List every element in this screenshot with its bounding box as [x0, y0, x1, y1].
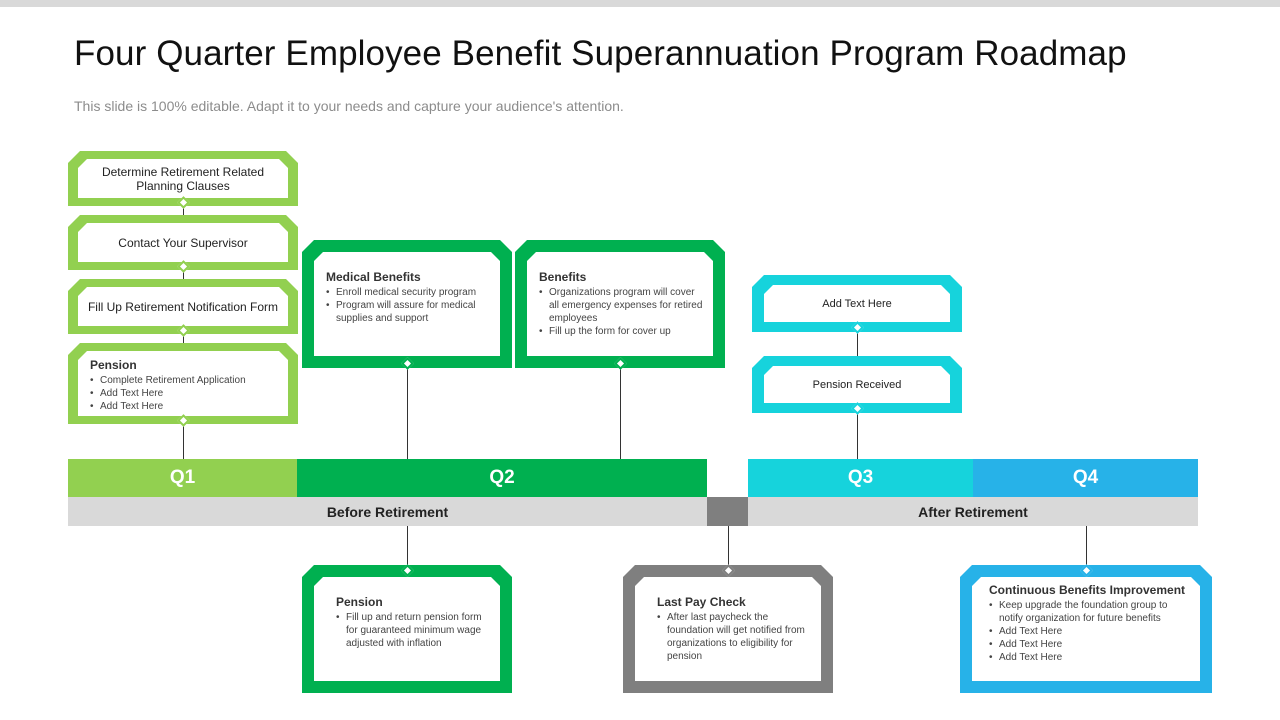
benefits-list: Organizations program will cover all eme… — [539, 286, 707, 338]
retirement-divider-block — [707, 497, 748, 526]
list-item: Fill up the form for cover up — [539, 325, 707, 338]
continuous-benefits-title: Continuous Benefits Improvement — [989, 583, 1186, 597]
list-item: Fill up and return pension form for guar… — [336, 611, 494, 650]
phase-label: After Retirement — [918, 503, 1028, 520]
list-item: Add Text Here — [989, 651, 1194, 664]
q1-pension-list: Complete Retirement Application Add Text… — [90, 374, 282, 413]
last-pay-check-box: Last Pay Check After last paycheck the f… — [623, 565, 833, 693]
phase-before-retirement: Before Retirement — [68, 497, 707, 526]
quarter-label: Q3 — [847, 467, 874, 488]
quarter-q1: Q1 — [68, 459, 297, 497]
continuous-benefits-box: Continuous Benefits Improvement Keep upg… — [960, 565, 1212, 693]
q3-box-add-text-text: Add Text Here — [822, 297, 892, 310]
list-item: Add Text Here — [90, 400, 282, 413]
benefits-connector — [620, 362, 621, 459]
phase-after-retirement: After Retirement — [748, 497, 1198, 526]
slide-title: Four Quarter Employee Benefit Superannua… — [74, 34, 1127, 73]
medical-benefits-box: Medical Benefits Enroll medical security… — [302, 240, 512, 368]
list-item: Enroll medical security program — [326, 286, 494, 299]
q1-box-planning-clauses: Determine Retirement Related Planning Cl… — [68, 151, 298, 206]
medical-benefits-list: Enroll medical security program Program … — [326, 286, 494, 325]
last-pay-check-connector — [728, 526, 729, 571]
q1-pension-box: Pension Complete Retirement Application … — [68, 343, 298, 424]
q1-box-notification-form-text: Fill Up Retirement Notification Form — [87, 299, 279, 314]
quarter-label: Q4 — [1072, 467, 1099, 488]
q3-box-pension-received-text: Pension Received — [812, 378, 902, 391]
list-item: Program will assure for medical supplies… — [326, 299, 494, 325]
quarter-label: Q1 — [169, 467, 196, 488]
list-item: Organizations program will cover all eme… — [539, 286, 707, 325]
q1-box-contact-supervisor-text: Contact Your Supervisor — [118, 235, 248, 250]
top-border — [0, 0, 1280, 7]
q2-pension-list: Fill up and return pension form for guar… — [336, 611, 494, 650]
q4-connector-line — [1086, 526, 1087, 571]
list-item: Keep upgrade the foundation group to not… — [989, 599, 1194, 625]
list-item: Add Text Here — [989, 625, 1194, 638]
medical-benefits-title: Medical Benefits — [326, 270, 421, 284]
list-item: Add Text Here — [90, 387, 282, 400]
last-pay-check-list: After last paycheck the foundation will … — [657, 611, 815, 663]
last-pay-check-title: Last Pay Check — [657, 595, 746, 609]
quarter-q2: Q2 — [297, 459, 707, 497]
list-item: Complete Retirement Application — [90, 374, 282, 387]
benefits-title: Benefits — [539, 270, 587, 284]
q3-box-pension-received: Pension Received — [752, 356, 962, 413]
continuous-benefits-list: Keep upgrade the foundation group to not… — [989, 599, 1194, 664]
quarter-q4: Q4 — [973, 459, 1198, 497]
benefits-box: Benefits Organizations program will cove… — [515, 240, 725, 368]
quarter-q3: Q3 — [748, 459, 973, 497]
list-item: Add Text Here — [989, 638, 1194, 651]
q1-box-notification-form: Fill Up Retirement Notification Form — [68, 279, 298, 334]
q2-pension-title: Pension — [336, 595, 383, 609]
slide-subtitle: This slide is 100% editable. Adapt it to… — [74, 98, 624, 114]
list-item: After last paycheck the foundation will … — [657, 611, 815, 663]
q1-box-planning-clauses-text: Determine Retirement Related Planning Cl… — [101, 164, 265, 193]
q3-box-add-text: Add Text Here — [752, 275, 962, 332]
phase-label: Before Retirement — [326, 503, 449, 520]
pension-q2-connector — [407, 526, 408, 571]
q1-pension-title: Pension — [90, 358, 137, 372]
quarter-label: Q2 — [489, 467, 515, 488]
q2-pension-box: Pension Fill up and return pension form … — [302, 565, 512, 693]
medical-benefits-connector — [407, 362, 408, 459]
